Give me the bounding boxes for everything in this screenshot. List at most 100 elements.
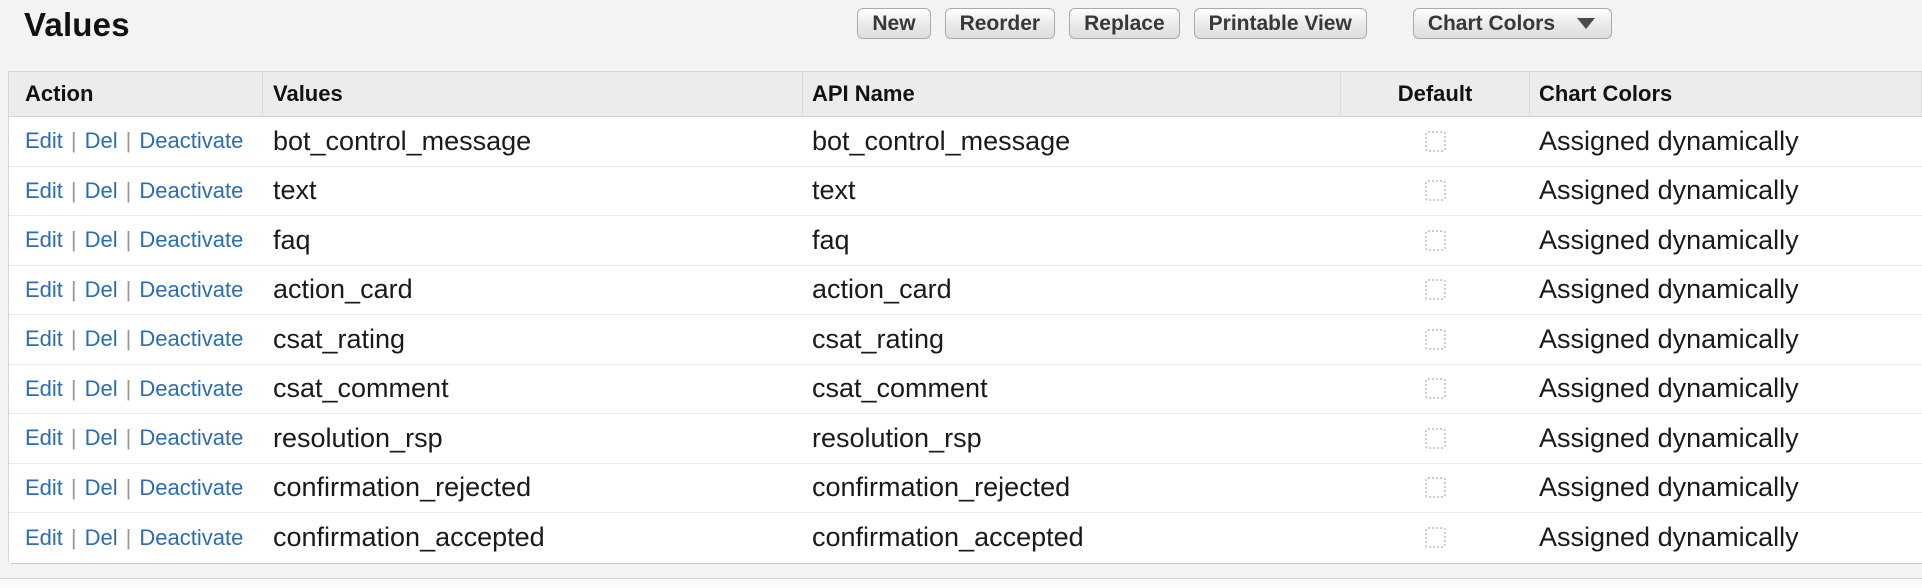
default-cell xyxy=(1341,315,1530,364)
link-separator: | xyxy=(70,425,77,451)
value-cell: resolution_rsp xyxy=(273,422,443,453)
column-header-action: Action xyxy=(9,72,263,116)
deactivate-link[interactable]: Deactivate xyxy=(139,474,244,500)
edit-link[interactable]: Edit xyxy=(25,326,63,352)
toolbar: New Reorder Replace Printable View Chart… xyxy=(857,8,1612,39)
replace-button[interactable]: Replace xyxy=(1069,8,1180,39)
value-cell: bot_control_message xyxy=(273,125,532,156)
value-cell: confirmation_accepted xyxy=(273,522,545,553)
default-checkbox-disabled xyxy=(1425,328,1446,350)
link-separator: | xyxy=(70,524,77,550)
default-cell xyxy=(1341,167,1530,216)
chart-colors-cell: Assigned dynamically xyxy=(1539,422,1799,453)
chart-colors-cell: Assigned dynamically xyxy=(1539,323,1799,354)
del-link[interactable]: Del xyxy=(84,128,118,154)
chart-colors-dropdown-label: Chart Colors xyxy=(1427,11,1555,35)
default-checkbox-disabled xyxy=(1425,130,1446,152)
link-separator: | xyxy=(70,128,77,154)
chart-colors-cell: Assigned dynamically xyxy=(1539,472,1799,503)
chart-colors-cell: Assigned dynamically xyxy=(1539,522,1799,553)
action-cell: Edit | Del | Deactivate xyxy=(9,365,263,414)
table-row: Edit | Del | Deactivate confirmation_rej… xyxy=(9,463,1922,513)
chart-colors-cell: Assigned dynamically xyxy=(1539,373,1799,404)
top-bar: Values New Reorder Replace Printable Vie… xyxy=(0,0,1922,71)
link-separator: | xyxy=(125,326,132,352)
new-button[interactable]: New xyxy=(857,8,931,39)
deactivate-link[interactable]: Deactivate xyxy=(139,326,244,352)
default-checkbox-disabled xyxy=(1425,477,1446,499)
default-checkbox-disabled xyxy=(1425,527,1446,549)
deactivate-link[interactable]: Deactivate xyxy=(139,375,244,401)
action-cell: Edit | Del | Deactivate xyxy=(9,216,263,265)
del-link[interactable]: Del xyxy=(84,474,118,500)
value-cell: csat_rating xyxy=(273,323,406,354)
reorder-button[interactable]: Reorder xyxy=(944,8,1056,39)
api-name-cell: resolution_rsp xyxy=(812,422,982,453)
printable-view-button[interactable]: Printable View xyxy=(1193,8,1367,39)
default-checkbox-disabled xyxy=(1425,180,1446,202)
api-name-cell: confirmation_accepted xyxy=(812,522,1084,553)
deactivate-link[interactable]: Deactivate xyxy=(139,128,244,154)
default-checkbox-disabled xyxy=(1425,378,1446,400)
del-link[interactable]: Del xyxy=(84,524,118,550)
api-name-cell: confirmation_rejected xyxy=(812,472,1071,503)
column-header-chart-colors: Chart Colors xyxy=(1530,72,1922,116)
del-link[interactable]: Del xyxy=(84,227,118,253)
table-row: Edit | Del | Deactivate confirmation_acc… xyxy=(9,513,1922,563)
deactivate-link[interactable]: Deactivate xyxy=(139,524,244,550)
api-name-cell: text xyxy=(812,175,856,206)
edit-link[interactable]: Edit xyxy=(25,425,63,451)
table-row: Edit | Del | Deactivate faq faq Assigned… xyxy=(9,216,1922,266)
action-cell: Edit | Del | Deactivate xyxy=(9,414,263,463)
deactivate-link[interactable]: Deactivate xyxy=(139,177,244,203)
deactivate-link[interactable]: Deactivate xyxy=(139,425,244,451)
table-row: Edit | Del | Deactivate csat_comment csa… xyxy=(9,364,1922,414)
edit-link[interactable]: Edit xyxy=(25,177,63,203)
api-name-cell: csat_rating xyxy=(812,323,945,354)
del-link[interactable]: Del xyxy=(84,276,118,302)
table-row: Edit | Del | Deactivate action_card acti… xyxy=(9,265,1922,315)
column-header-default: Default xyxy=(1341,72,1530,116)
value-cell: action_card xyxy=(273,274,413,305)
edit-link[interactable]: Edit xyxy=(25,375,63,401)
chart-colors-cell: Assigned dynamically xyxy=(1539,125,1799,156)
edit-link[interactable]: Edit xyxy=(25,474,63,500)
api-name-cell: faq xyxy=(812,224,850,255)
value-cell: csat_comment xyxy=(273,373,449,404)
table-row: Edit | Del | Deactivate csat_rating csat… xyxy=(9,315,1922,365)
value-cell: confirmation_rejected xyxy=(273,472,532,503)
value-cell: text xyxy=(273,175,317,206)
default-cell xyxy=(1341,365,1530,414)
action-cell: Edit | Del | Deactivate xyxy=(9,513,263,563)
page-title: Values xyxy=(24,6,130,43)
link-separator: | xyxy=(125,227,132,253)
action-cell: Edit | Del | Deactivate xyxy=(9,266,263,315)
edit-link[interactable]: Edit xyxy=(25,524,63,550)
default-cell xyxy=(1341,266,1530,315)
del-link[interactable]: Del xyxy=(84,425,118,451)
edit-link[interactable]: Edit xyxy=(25,128,63,154)
link-separator: | xyxy=(70,326,77,352)
deactivate-link[interactable]: Deactivate xyxy=(139,276,244,302)
chart-colors-dropdown-button[interactable]: Chart Colors xyxy=(1412,8,1612,39)
deactivate-link[interactable]: Deactivate xyxy=(139,227,244,253)
table-row: Edit | Del | Deactivate resolution_rsp r… xyxy=(9,414,1922,464)
del-link[interactable]: Del xyxy=(84,177,118,203)
link-separator: | xyxy=(70,474,77,500)
link-separator: | xyxy=(70,276,77,302)
link-separator: | xyxy=(70,177,77,203)
link-separator: | xyxy=(125,524,132,550)
column-header-api-name: API Name xyxy=(803,72,1341,116)
link-separator: | xyxy=(125,276,132,302)
edit-link[interactable]: Edit xyxy=(25,276,63,302)
link-separator: | xyxy=(125,128,132,154)
chart-colors-cell: Assigned dynamically xyxy=(1539,224,1799,255)
del-link[interactable]: Del xyxy=(84,375,118,401)
table-row: Edit | Del | Deactivate bot_control_mess… xyxy=(9,117,1922,167)
del-link[interactable]: Del xyxy=(84,326,118,352)
default-checkbox-disabled xyxy=(1425,427,1446,449)
edit-link[interactable]: Edit xyxy=(25,227,63,253)
link-separator: | xyxy=(125,425,132,451)
default-cell xyxy=(1341,464,1530,513)
